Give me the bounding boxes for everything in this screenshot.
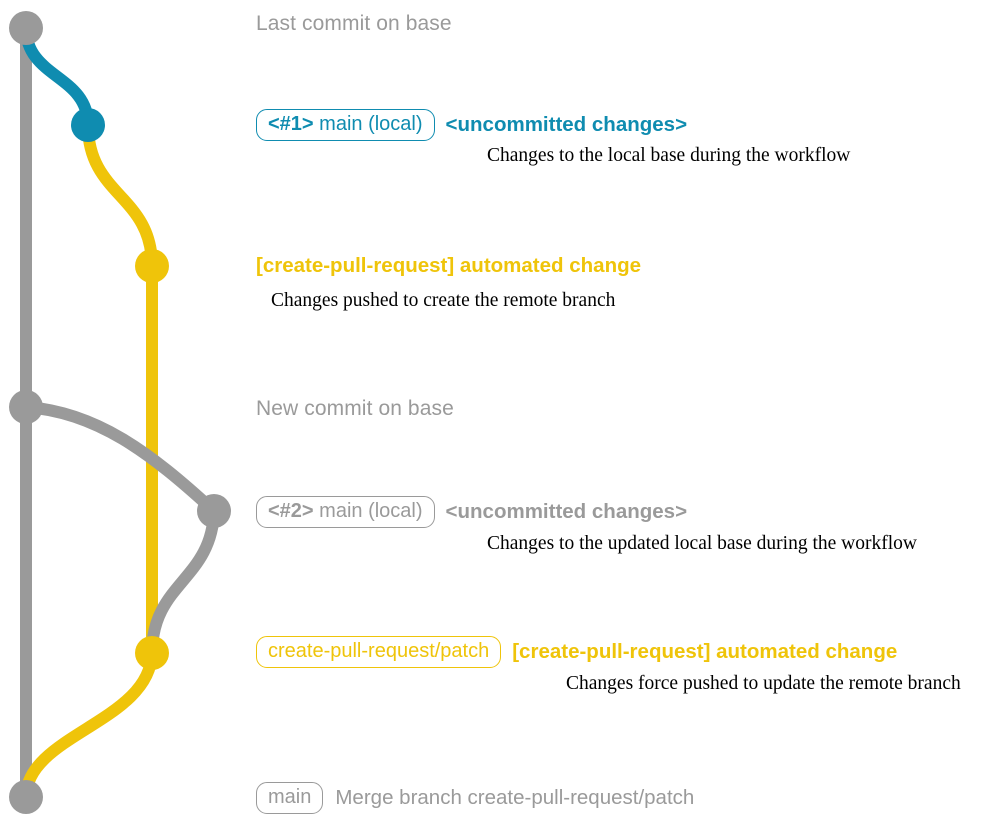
ref-badge-main[interactable]: main: [256, 782, 324, 814]
description-local-commit-2: Changes to the updated local base during…: [487, 533, 917, 554]
headline-remote-commit-2: [create-pull-request] automated change: [512, 640, 898, 664]
ref-badge-local-2-index: <#2>: [268, 500, 314, 522]
ref-badge-local-1-index: <#1>: [268, 113, 314, 135]
ref-badge-local-2[interactable]: <#2> main (local): [256, 496, 435, 528]
description-remote-commit-2: Changes force pushed to update the remot…: [566, 673, 961, 694]
description-remote-commit-1: Changes pushed to create the remote bran…: [271, 290, 616, 311]
caption-last-commit-on-base: Last commit on base: [256, 12, 452, 35]
ref-badge-patch-name: create-pull-request/patch: [268, 640, 490, 662]
row-local-commit-2: <#2> main (local) <uncommitted changes>: [256, 496, 687, 528]
node-remote-2: [135, 636, 169, 670]
edge-local2-to-remote2: [146, 505, 220, 659]
ref-badge-local-1-name: main (local): [313, 113, 423, 135]
ref-badge-local-1[interactable]: <#1> main (local): [256, 109, 435, 141]
headline-remote-commit-1: [create-pull-request] automated change: [256, 254, 642, 277]
commit-nodes: [9, 11, 231, 814]
node-local-1: [71, 108, 105, 142]
node-base-new: [9, 390, 43, 424]
node-local-2: [197, 494, 231, 528]
edge-basenew-to-local2: [20, 401, 220, 517]
headline-merge-commit: Merge branch create-pull-request/patch: [335, 786, 695, 809]
node-base-last: [9, 11, 43, 45]
ref-badge-main-name: main: [268, 786, 312, 808]
row-local-commit-1: <#1> main (local) <uncommitted changes>: [256, 109, 687, 141]
headline-local-commit-2: <uncommitted changes>: [445, 500, 688, 524]
description-local-commit-1: Changes to the local base during the wor…: [487, 145, 851, 166]
ref-badge-create-pull-request-patch[interactable]: create-pull-request/patch: [256, 636, 502, 668]
caption-new-commit-on-base: New commit on base: [256, 397, 454, 420]
ref-badge-local-2-name: main (local): [313, 500, 423, 522]
node-base-merge: [9, 780, 43, 814]
row-merge-commit: main Merge branch create-pull-request/pa…: [256, 782, 694, 814]
node-remote-1: [135, 249, 169, 283]
edge-local1-to-remote1: [82, 119, 158, 272]
edge-remote2-to-merge: [20, 647, 158, 803]
row-remote-commit-2: create-pull-request/patch [create-pull-r…: [256, 636, 897, 668]
headline-local-commit-1: <uncommitted changes>: [445, 113, 688, 137]
